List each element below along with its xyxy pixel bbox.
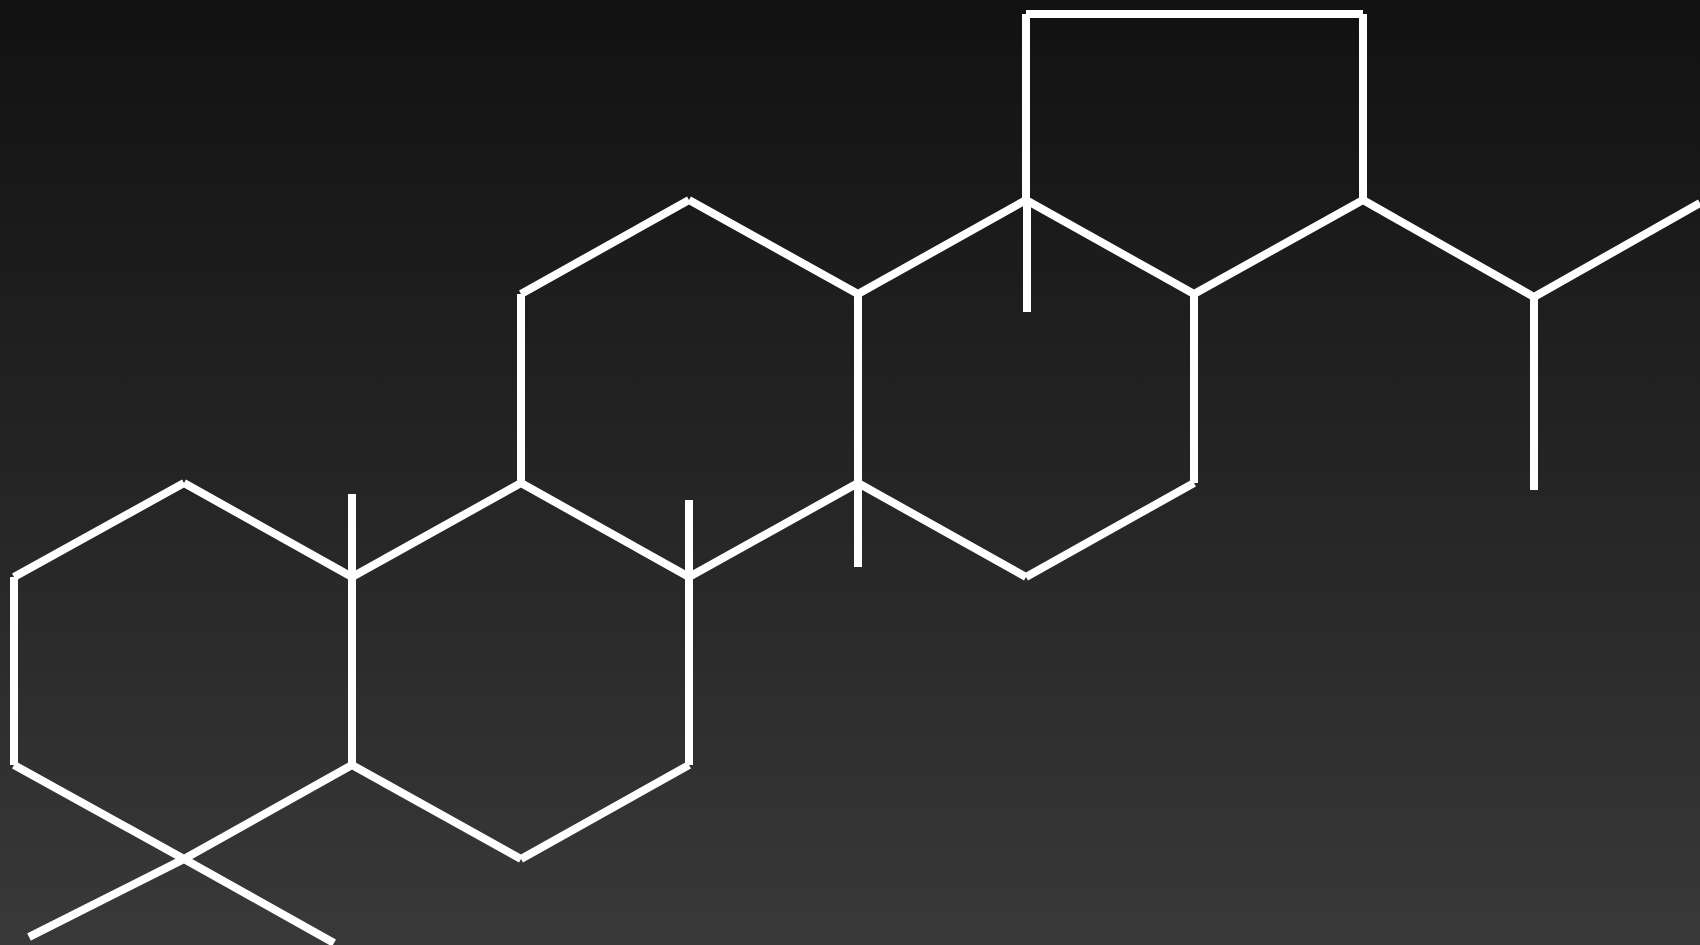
ring-d-left-top <box>856 196 1028 298</box>
ring-b-left-top <box>350 479 523 581</box>
ring-c-left-top <box>519 196 691 298</box>
side-chain-2 <box>1532 199 1700 301</box>
ring-c-bottom-right <box>687 479 860 581</box>
ring-b-top-right <box>519 479 691 581</box>
ring-d-bottom-right <box>1024 479 1196 581</box>
ring-d-top-right <box>1024 196 1196 298</box>
ring-a-bottom-right <box>182 761 354 863</box>
gem-dimethyl-right <box>182 855 336 945</box>
ring-a-bottom-left <box>12 761 186 863</box>
ring-a-top-right <box>182 479 354 581</box>
ring-b-bottom-right <box>519 761 691 863</box>
bond-lines <box>10 10 1700 945</box>
ring-b-bottom-left <box>350 761 523 863</box>
ring-e-bottom-right <box>1192 196 1365 298</box>
gem-dimethyl-left <box>27 855 186 941</box>
ring-a-left-top <box>12 479 186 581</box>
ring-d-bottom-left <box>856 479 1028 581</box>
ring-c-top-right <box>687 196 860 298</box>
side-chain-1 <box>1361 196 1536 301</box>
